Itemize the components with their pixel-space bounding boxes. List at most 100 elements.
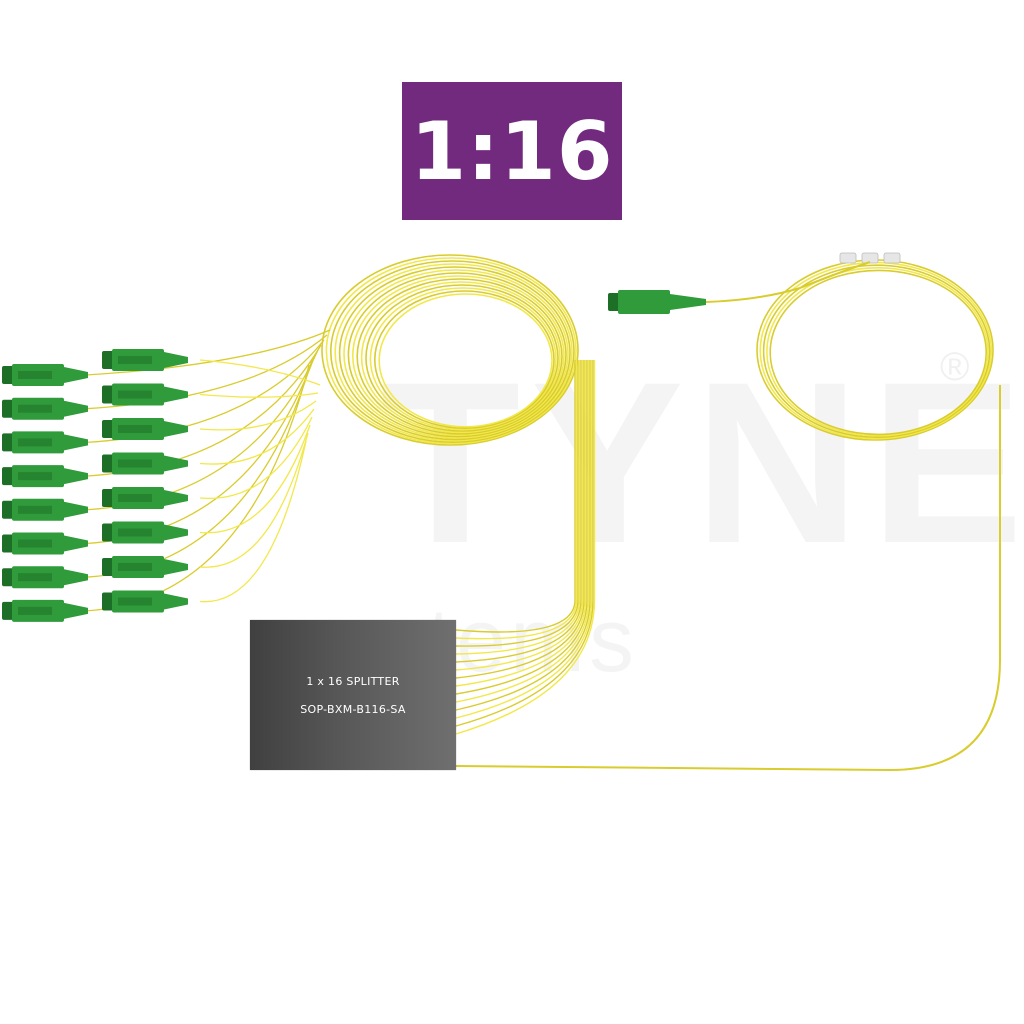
coil-loop (766, 266, 989, 437)
connector-boot (164, 490, 188, 506)
fiber-strand (455, 360, 584, 671)
input-fiber (455, 385, 1001, 772)
sc-apc-connector (102, 383, 188, 406)
fiber-strand (455, 360, 590, 703)
connector-boot (64, 468, 88, 485)
connector-window (18, 371, 52, 379)
fiber-strand (455, 360, 578, 640)
fiber-strand (199, 416, 313, 500)
splitter-model: SOP-BXM-B116-SA (300, 703, 406, 716)
connector-boot (64, 535, 88, 552)
coil-loop (373, 290, 555, 429)
connector-window (18, 505, 52, 514)
sc-apc-connector (2, 599, 88, 622)
coil-loop (762, 264, 991, 439)
connector-window (18, 606, 52, 615)
connector-latch (2, 500, 14, 519)
output-fiber-coil (321, 254, 596, 735)
fiber-strand (199, 424, 311, 534)
connector-window (118, 563, 152, 571)
cable-tie (861, 252, 879, 264)
input-connector (608, 290, 706, 314)
coil-loop (369, 287, 557, 431)
fiber-strand (455, 360, 596, 735)
sc-apc-connector (102, 521, 188, 544)
connector-boot (64, 434, 88, 451)
coil-loop (365, 284, 559, 432)
connector-window (118, 494, 152, 502)
connector-boot (64, 569, 88, 586)
connector-housing (618, 290, 670, 314)
fiber-strand (199, 408, 315, 465)
coil-loop (338, 266, 571, 441)
fiber-strand (85, 329, 331, 376)
sc-apc-connector (2, 397, 88, 420)
connector-boot (64, 400, 88, 417)
fiber-strand (455, 360, 591, 711)
ratio-badge: 1:16 (402, 82, 622, 220)
connector-window (118, 459, 152, 468)
connector-latch (102, 420, 114, 438)
connector-window (118, 528, 152, 537)
fiber-strand (85, 354, 316, 545)
connector-boot (164, 421, 188, 437)
connector-boot (670, 294, 706, 310)
coil-loop (334, 263, 573, 442)
fiber-strand (455, 360, 576, 633)
connector-boot (164, 455, 188, 472)
fiber-strand (199, 432, 309, 568)
coil-loop (378, 293, 553, 428)
input-fiber-pigtail (705, 261, 871, 303)
sc-apc-connector (2, 431, 88, 454)
connector-latch (102, 592, 114, 611)
connector-latch (102, 558, 114, 576)
connector-latch (2, 467, 14, 486)
connector-window (18, 539, 52, 548)
fiber-strand (455, 360, 588, 695)
sc-apc-connector (2, 532, 88, 555)
ratio-label: 1:16 (410, 104, 614, 198)
connector-latch (2, 366, 14, 384)
fiber-strand (455, 360, 582, 663)
fiber-strand (455, 360, 581, 655)
cable-tie (839, 252, 857, 264)
connector-latch (2, 399, 14, 418)
sc-apc-connector (2, 364, 88, 386)
sc-apc-connector (102, 349, 188, 371)
coil-loop (343, 269, 569, 439)
fiber-strand (199, 440, 307, 603)
connector-latch (2, 601, 14, 620)
splitter-label: 1 x 16 SPLITTER (306, 675, 400, 688)
fiber-strand (455, 360, 593, 719)
input-fiber-coil (756, 252, 994, 441)
sc-apc-connector (102, 452, 188, 475)
connector-latch (102, 523, 114, 542)
connector-latch (608, 293, 620, 311)
input-fiber-run (455, 261, 1001, 772)
fiber-strand (455, 360, 594, 727)
fiber-strand (199, 359, 321, 386)
coil-loop (351, 275, 565, 436)
connector-window (18, 438, 52, 447)
connector-boot (64, 501, 88, 518)
fiber-strand (455, 360, 587, 687)
connector-latch (102, 351, 114, 369)
connector-boot (164, 386, 188, 403)
coil-loop (321, 254, 579, 446)
coil-loop (360, 281, 561, 434)
connector-window (118, 390, 152, 399)
connector-latch (2, 534, 14, 553)
coil-loop (325, 257, 577, 445)
splitter-body: 1 x 16 SPLITTER SOP-BXM-B116-SA (250, 620, 456, 770)
coil-loop (356, 278, 563, 435)
connector-latch (2, 568, 14, 587)
connector-boot (64, 367, 88, 383)
fiber-strand (199, 400, 317, 431)
connector-boot (164, 559, 188, 575)
sc-apc-connector (102, 556, 188, 578)
connector-window (18, 573, 52, 582)
connector-window (118, 597, 152, 606)
coil-loop (769, 269, 988, 436)
connector-latch (102, 489, 114, 507)
sc-apc-connector (102, 590, 188, 613)
